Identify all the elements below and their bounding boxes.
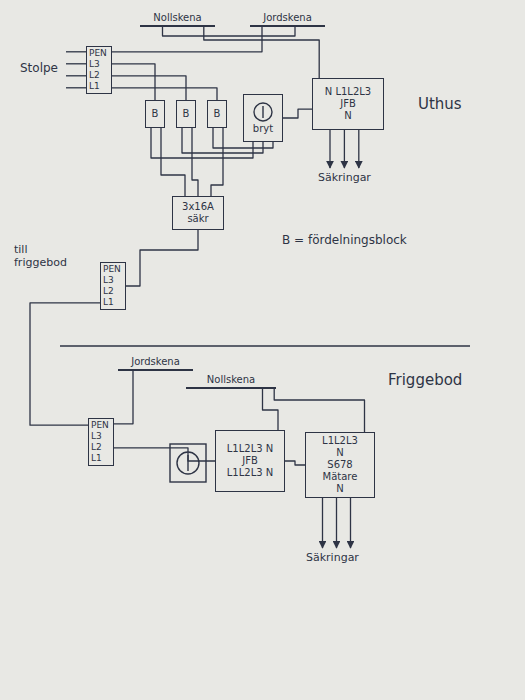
busbar: Jordskena [250,12,325,27]
wire [163,27,296,36]
node-text: Nollskena [153,12,201,24]
busbar: Nollskena [186,374,276,389]
rcd-box: N L1L2L3JFBN [312,78,384,130]
fuse-leader [358,130,359,168]
wire [283,109,312,118]
busbar: Nollskena [140,12,215,27]
service-wire [66,87,86,88]
node-text: N L1L2L3 [325,86,371,98]
fuses-label: Säkringar [306,552,359,565]
node-text: Jordskena [263,12,312,24]
cable-label: till friggebod [14,244,74,269]
service-wire [66,51,86,52]
node-text: B [183,108,190,120]
node-text: B [214,108,221,120]
fuse-leader [329,130,330,168]
legend-note: B = fördelningsblock [282,234,407,248]
rcd-box: L1L2L3 NJFBL1L2L3 N [215,430,285,492]
node-text: PEN [89,48,107,59]
wire [114,371,133,424]
node-text: L1 [91,453,102,464]
node-text: L1L2L3 N [227,443,273,455]
service-wire [66,75,86,76]
fuse-leader [350,498,351,548]
node-text: L2 [91,442,102,453]
meter-box: L1L2L3NS678MätareN [305,432,375,498]
node-text: L1 [103,297,114,308]
fuses-label: Säkringar [318,172,371,185]
terminal-strip: PENL3L2L1 [100,262,126,310]
node-text: Jordskena [131,356,180,368]
node-text: Mätare [323,471,358,483]
switch-symbol [252,101,274,123]
wire [274,389,364,432]
fuse-leader [322,498,323,548]
wire [114,448,215,461]
node-text: JFB [242,455,258,467]
node-text: B [152,108,159,120]
fuse-leader [344,130,345,168]
wire [285,461,305,465]
divider-line [60,345,470,346]
wire [112,64,155,100]
busbar: Jordskena [118,356,193,371]
terminal-strip: PENL3L2L1 [88,418,114,466]
node-text: L1L2L3 [322,435,358,447]
building-label: Uthus [418,96,462,113]
node-text: säkr [187,213,208,225]
wire [204,27,319,78]
wire [192,128,198,196]
node-text: L3 [103,275,114,286]
node-text: 3x16A [182,201,214,213]
node-text: L1L2L3 N [227,467,273,479]
node-text: S678 [327,459,352,471]
node-text: L1 [89,81,100,92]
wire [30,303,100,425]
building-label: Friggebod [388,372,462,389]
wire [161,128,185,196]
node-text: L3 [89,59,100,70]
wire [126,230,198,286]
fuse-box: 3x16Asäkr [172,196,224,230]
node-text: N [336,447,343,459]
pole-label: Stolpe [20,62,58,76]
distribution-block: B [145,100,165,128]
node-text: N [344,110,351,122]
node-text: L2 [89,70,100,81]
terminal-strip: PENL3L2L1 [86,46,112,94]
wire [112,88,217,100]
node-text: PEN [103,264,121,275]
node-text: PEN [91,420,109,431]
node-text: JFB [340,98,356,110]
distribution-block: B [176,100,196,128]
distribution-block: B [207,100,227,128]
main-switch: bryt [243,94,283,142]
node-text: L2 [103,286,114,297]
service-wire [66,63,86,64]
fuse-leader [336,498,337,548]
node-text: L3 [91,431,102,442]
node-text: N [336,483,343,495]
node-text: Nollskena [207,374,255,386]
node-text: bryt [253,123,273,135]
wire [211,128,223,196]
wire [263,389,279,430]
